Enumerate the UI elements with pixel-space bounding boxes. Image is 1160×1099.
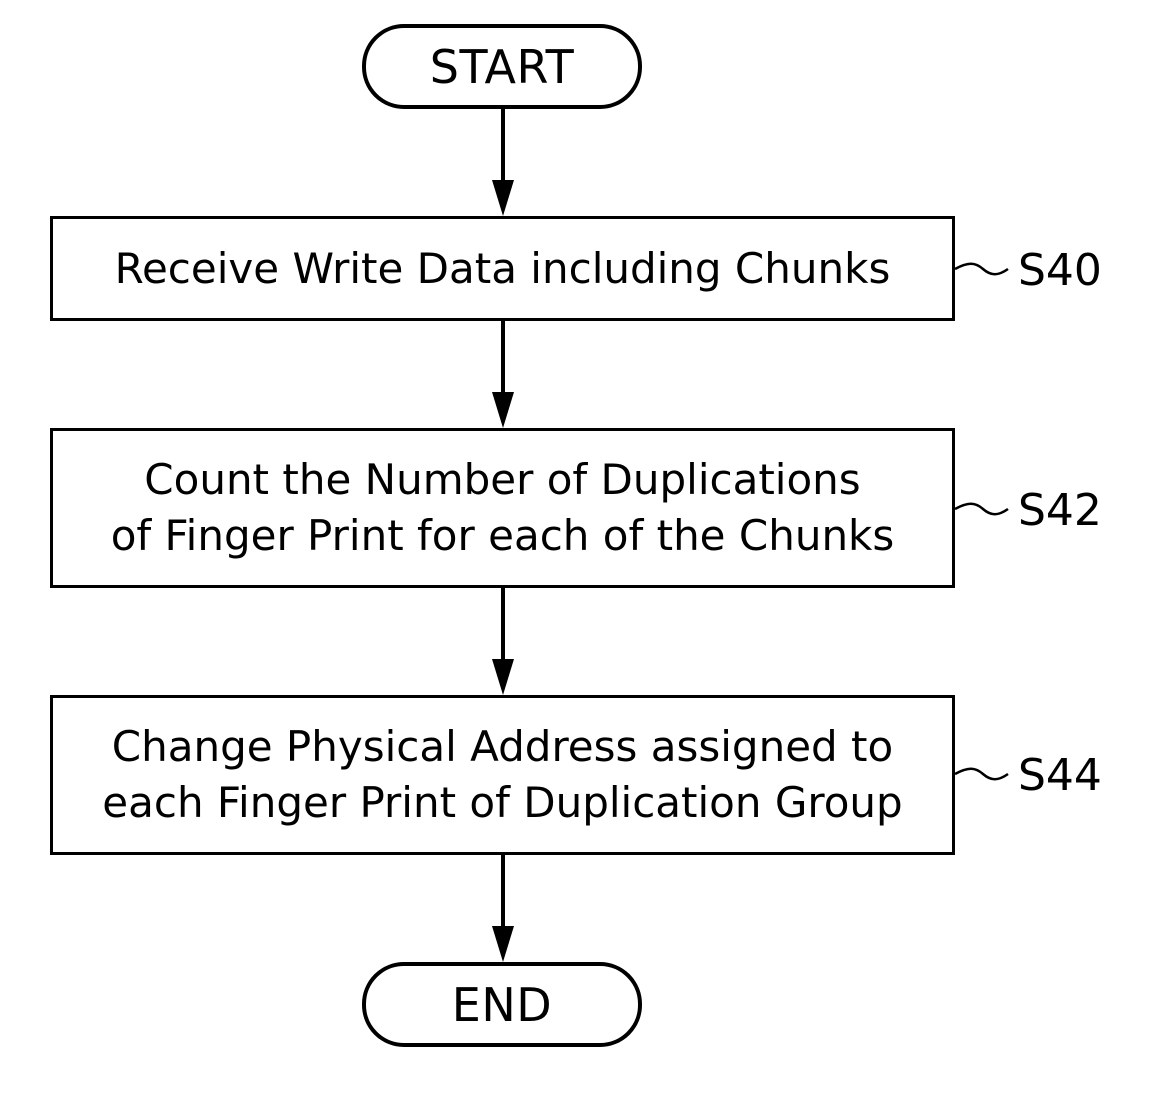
step-box-s44: Change Physical Address assigned to each… [50,695,955,855]
leader-s40 [955,264,1008,275]
arrowhead-s42-to-s44 [492,659,514,695]
end-terminal: END [362,962,642,1047]
step-s40-line-1: Receive Write Data including Chunks [115,241,891,297]
step-box-s40: Receive Write Data including Chunks [50,216,955,321]
step-label-s44: S44 [1018,754,1102,798]
step-s44-line-2: each Finger Print of Duplication Group [102,775,902,831]
step-label-s42: S42 [1018,489,1102,533]
end-label: END [452,978,552,1032]
step-box-s42: Count the Number of Duplications of Fing… [50,428,955,588]
step-label-s40: S40 [1018,249,1102,293]
arrowhead-start-to-s40 [492,180,514,216]
leader-s42 [955,504,1008,515]
step-s44-line-1: Change Physical Address assigned to [112,719,893,775]
step-s42-line-1: Count the Number of Duplications [144,452,860,508]
start-terminal: START [362,24,642,109]
arrowhead-s44-to-end [492,926,514,962]
start-label: START [430,40,574,94]
leader-s44 [955,769,1008,780]
step-s42-line-2: of Finger Print for each of the Chunks [111,508,895,564]
arrowhead-s40-to-s42 [492,392,514,428]
